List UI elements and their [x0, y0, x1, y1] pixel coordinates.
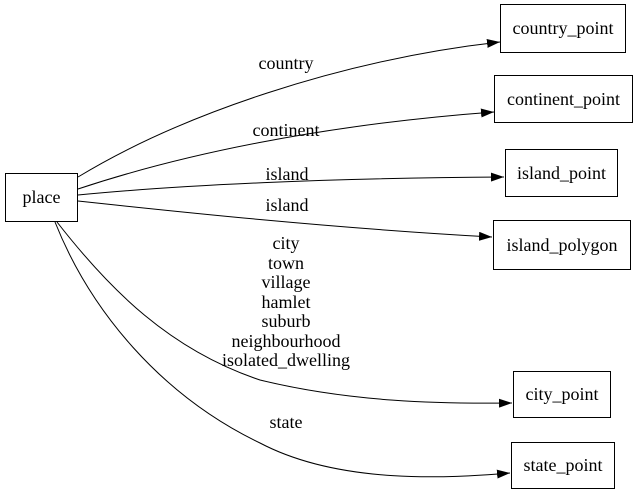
edge-place-state_point — [54, 221, 511, 479]
node-state-point: state_point — [511, 442, 615, 489]
node-island-polygon: island_polygon — [493, 220, 631, 270]
node-country-point: country_point — [500, 4, 626, 53]
edge-label-city-group: city town village hamlet suburb neighbou… — [222, 233, 350, 370]
edge-place-country_point — [77, 38, 501, 178]
edge-place-island_polygon — [77, 200, 493, 241]
edge-label-continent: continent — [252, 120, 320, 140]
node-place: place — [5, 173, 78, 222]
edge-label-island-polygon: island — [265, 195, 309, 215]
edge-place-island_point — [77, 172, 505, 196]
node-island-point: island_point — [505, 149, 618, 197]
edge-label-island-point: island — [265, 164, 309, 184]
edge-label-country: country — [258, 53, 314, 73]
edge-label-state: state — [269, 412, 303, 432]
edge-place-city_point — [56, 221, 513, 408]
edge-place-continent_point — [77, 108, 495, 190]
node-city-point: city_point — [513, 371, 611, 418]
node-continent-point: continent_point — [494, 75, 633, 123]
